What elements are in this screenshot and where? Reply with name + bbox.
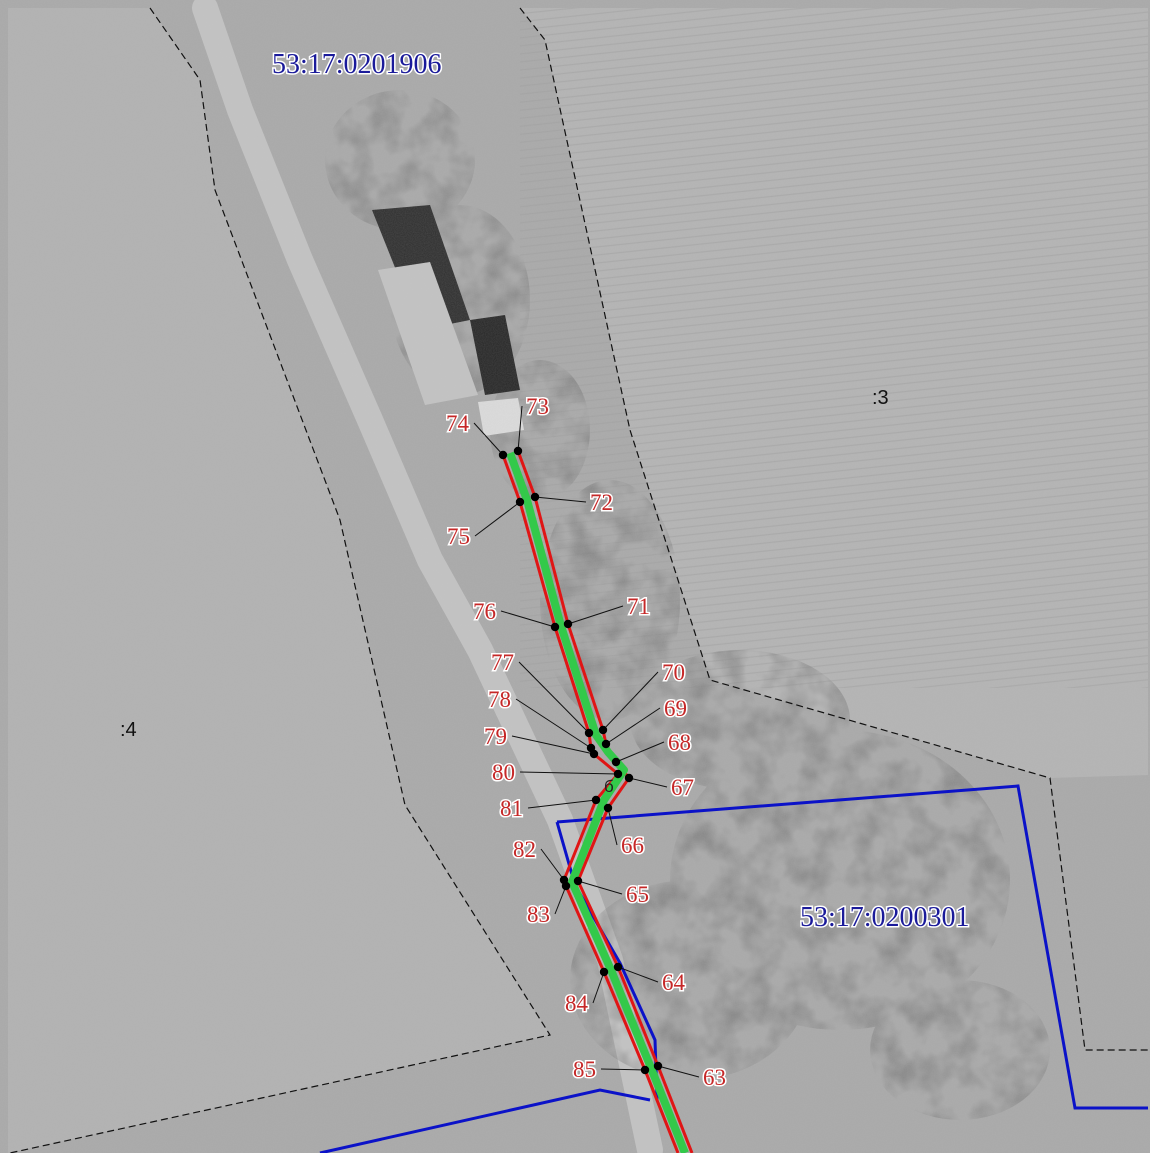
leader-p64 [617,966,659,983]
point-label-p78: 78 [488,687,511,712]
leader-p70 [602,671,659,731]
vertex-p75[interactable] [515,497,525,507]
point-label-p77: 77 [491,650,514,675]
point-label-p73: 73 [526,394,549,419]
point-label-p84: 84 [565,991,589,1016]
leader-p73 [517,405,523,452]
parcel-south-outline [319,1088,651,1155]
leader-p66 [607,807,618,846]
leader-p74 [473,422,504,456]
point-label-p74: 74 [446,411,470,436]
mark-6: б [604,777,614,796]
vertex-p84[interactable] [599,967,609,977]
label-leaders [473,405,700,1078]
leader-p77 [518,661,590,734]
point-label-p64: 64 [662,970,686,995]
boundary-west [9,7,551,1154]
vertex-p76[interactable] [550,622,560,632]
lot-label-4: :4 [120,719,137,741]
leader-p65 [577,880,623,895]
vertex-p63[interactable] [653,1061,663,1071]
parcel-boundaries-dashed [9,7,1148,1154]
leader-p79 [511,735,595,755]
leader-p84 [592,971,605,1004]
leader-p63 [657,1065,700,1078]
leader-p80 [519,771,619,775]
point-label-p79: 79 [484,724,507,749]
point-label-p81: 81 [500,796,523,821]
point-label-p72: 72 [590,490,613,515]
point-label-p70: 70 [662,660,685,685]
leader-p67 [628,777,668,788]
route-green-centerline [506,451,689,1155]
point-label-p66: 66 [621,833,644,858]
lot-label-3: :3 [872,387,889,409]
leader-p69 [605,707,661,745]
vertex-p67[interactable] [624,773,634,783]
leader-p85 [600,1068,646,1071]
point-label-p85: 85 [573,1057,596,1082]
point-label-p83: 83 [527,902,550,927]
vertex-p83[interactable] [561,881,571,891]
vertex-p64[interactable] [613,962,623,972]
leader-p72 [534,496,587,503]
vertex-p72[interactable] [530,492,540,502]
leader-p68 [615,741,665,763]
route-vertices [498,446,663,1075]
cad-label-top: 53:17:0201906 [272,49,442,80]
point-label-p63: 63 [703,1065,726,1090]
point-label-p67: 67 [671,775,694,800]
leader-p82 [540,848,565,881]
point-label-p82: 82 [513,837,536,862]
point-labels: 63 64 65 66 67 68 69 70 71 72 73 74 75 76 77 78 79 80 81 82… [445,393,728,1092]
point-label-p76: 76 [473,599,496,624]
point-label-p65: 65 [626,882,649,907]
point-label-p80: 80 [492,760,515,785]
vertex-p73[interactable] [513,446,523,456]
vertex-p85[interactable] [640,1065,650,1075]
vertex-p71[interactable] [563,619,573,629]
vertex-p81[interactable] [591,795,601,805]
leader-p78 [515,698,592,749]
cad-label-right: 53:17:0200301 [800,902,970,933]
vertex-p65[interactable] [573,876,583,886]
vertex-p68[interactable] [611,757,621,767]
point-label-p75: 75 [447,524,470,549]
leader-p75 [474,501,521,537]
leader-p83 [554,885,567,915]
vertex-p80[interactable] [613,769,623,779]
vertex-p77[interactable] [584,728,594,738]
vertex-p74[interactable] [498,450,508,460]
point-label-p71: 71 [627,594,650,619]
leader-p81 [527,799,597,809]
point-label-p69: 69 [664,696,687,721]
leader-p76 [500,610,556,628]
vertex-p70[interactable] [598,725,608,735]
vertex-p66[interactable] [603,803,613,813]
vertex-p79[interactable] [589,749,599,759]
leader-p71 [567,605,624,625]
point-label-p68: 68 [668,730,691,755]
vertex-p69[interactable] [601,739,611,749]
